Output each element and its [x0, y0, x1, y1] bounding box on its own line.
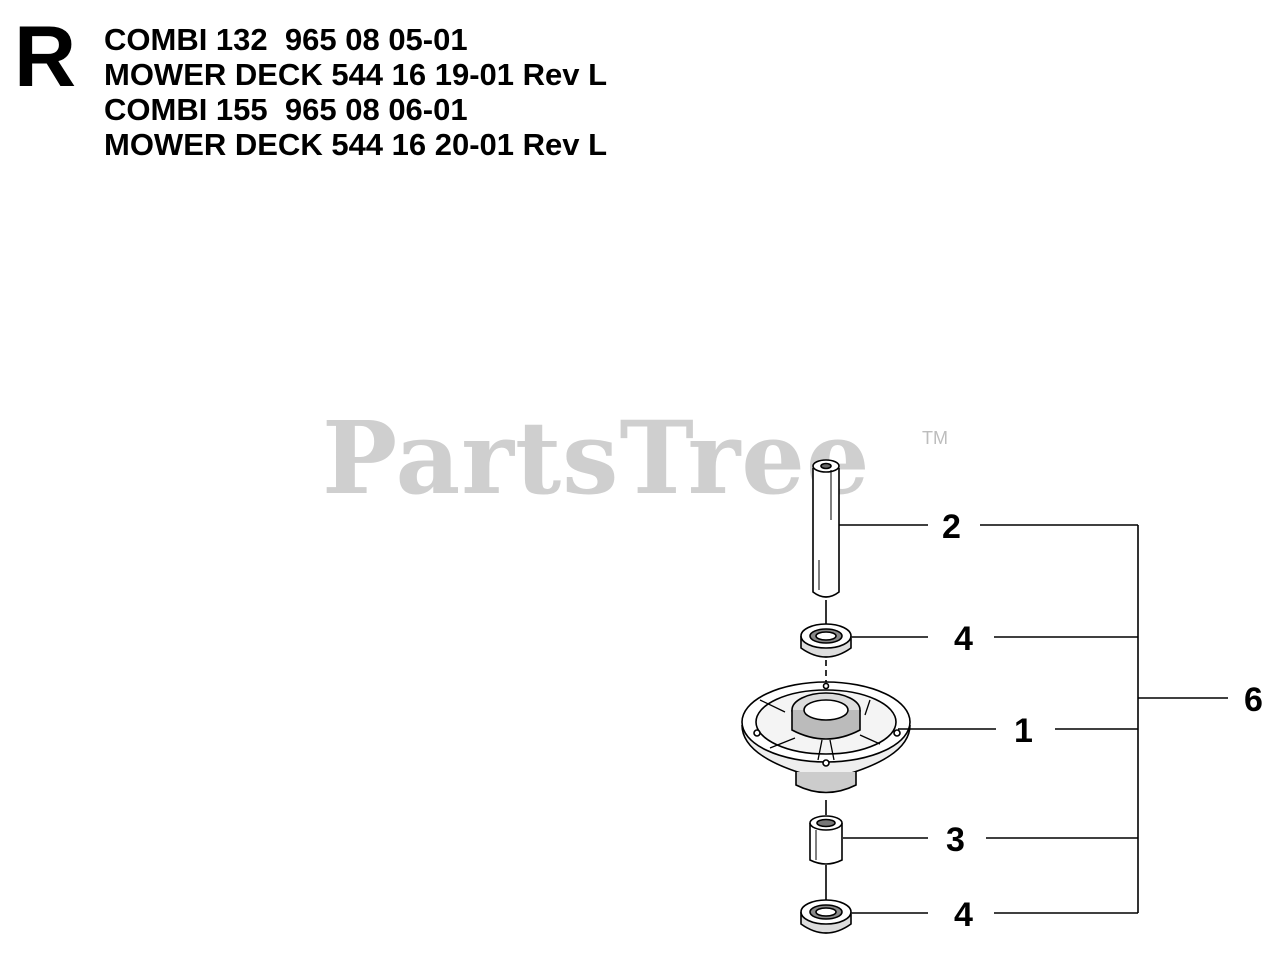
callout-4-lower[interactable]: 4 — [954, 896, 973, 934]
callout-2[interactable]: 2 — [942, 508, 961, 546]
title-block: COMBI 132 965 08 05-01 MOWER DECK 544 16… — [104, 22, 607, 162]
callout-4-upper[interactable]: 4 — [954, 620, 973, 658]
model-line-1: COMBI 132 965 08 05-01 — [104, 22, 468, 57]
upper-bearing-part[interactable] — [800, 623, 852, 658]
lower-bearing-part[interactable] — [800, 899, 852, 934]
deck-line-2: MOWER DECK 544 16 20-01 Rev L — [104, 127, 608, 162]
callout-1[interactable]: 1 — [1014, 712, 1033, 750]
model-line-2: COMBI 155 965 08 06-01 — [104, 92, 468, 127]
section-letter: R — [14, 9, 76, 105]
callout-6[interactable]: 6 — [1244, 681, 1263, 719]
trademark-mark: TM — [922, 428, 948, 448]
deck-line-1: MOWER DECK 544 16 19-01 Rev L — [104, 57, 608, 92]
callout-3[interactable]: 3 — [946, 821, 965, 859]
spindle-housing-part[interactable] — [741, 681, 911, 794]
shaft-part[interactable] — [812, 459, 840, 598]
spacer-part[interactable] — [809, 815, 843, 865]
partstree-watermark: PartsTree — [322, 399, 871, 517]
